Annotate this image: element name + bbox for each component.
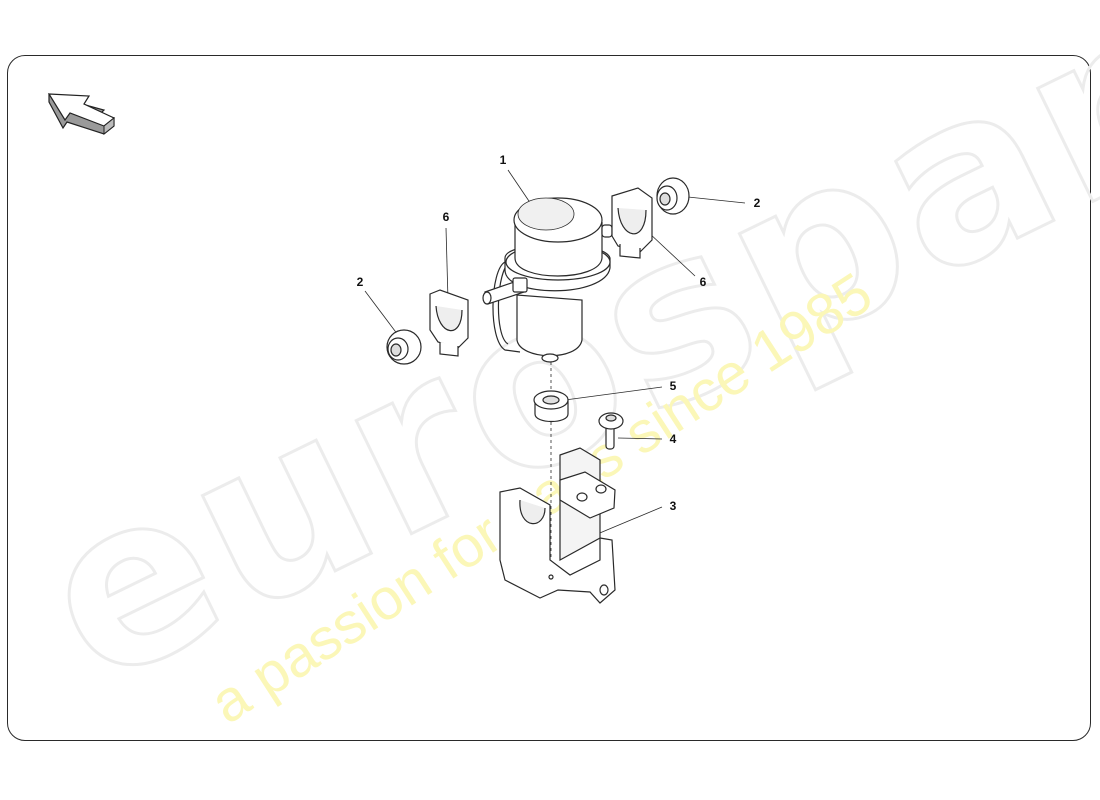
callout-5[interactable]: 5 bbox=[669, 379, 677, 393]
callout-6-right[interactable]: 6 bbox=[699, 275, 707, 289]
back-arrow-icon bbox=[47, 93, 116, 136]
callout-3[interactable]: 3 bbox=[669, 499, 677, 513]
callout-1[interactable]: 1 bbox=[499, 153, 507, 167]
rubber-grommet bbox=[533, 390, 569, 423]
callout-2-right[interactable]: 2 bbox=[753, 196, 761, 210]
bracket bbox=[499, 447, 616, 604]
callout-2-left[interactable]: 2 bbox=[356, 275, 364, 289]
mounting-clip-right bbox=[611, 187, 653, 259]
vacuum-pump bbox=[482, 197, 613, 363]
rubber-mount-nut-right bbox=[656, 177, 690, 215]
mounting-clip-left bbox=[429, 289, 469, 357]
screw bbox=[598, 412, 624, 450]
callout-4[interactable]: 4 bbox=[669, 432, 677, 446]
callout-6-left[interactable]: 6 bbox=[442, 210, 450, 224]
rubber-mount-nut-left bbox=[386, 329, 422, 365]
back-button[interactable] bbox=[44, 88, 118, 136]
